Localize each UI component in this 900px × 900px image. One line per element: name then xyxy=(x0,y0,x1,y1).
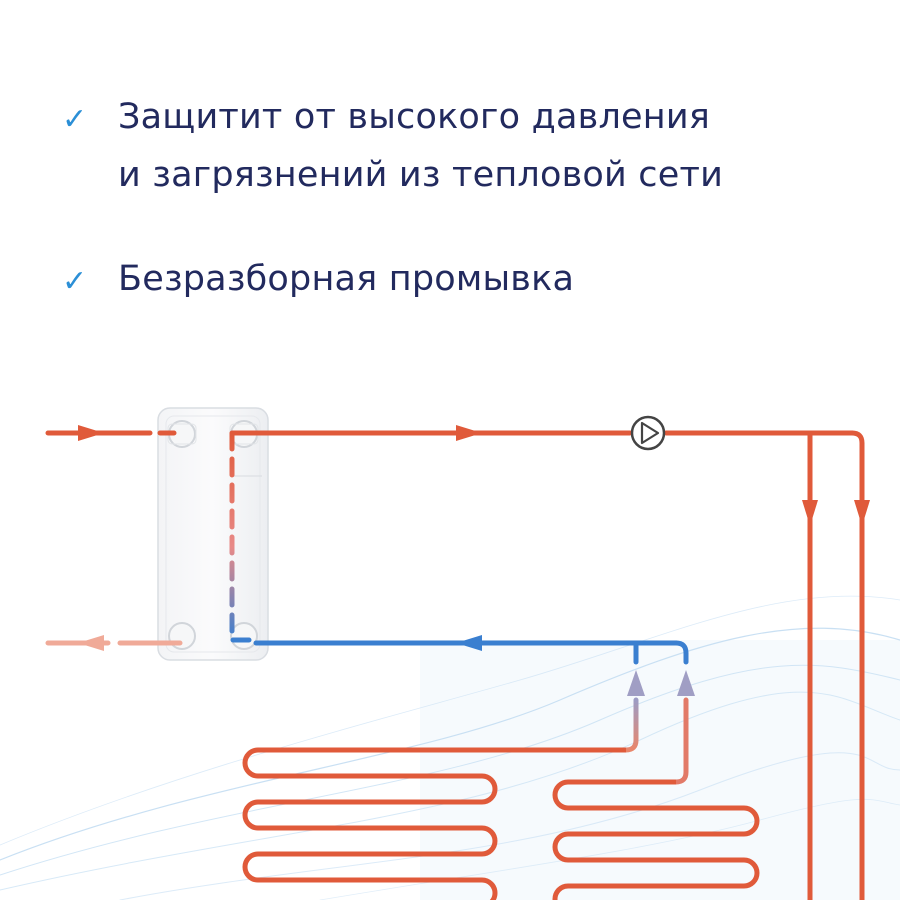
bullet-line: и загрязнений из тепловой сети xyxy=(118,155,724,195)
wave-haze xyxy=(420,640,900,900)
exchanger-secondary-flow xyxy=(229,430,259,643)
bullet-line: Безразборная промывка xyxy=(118,259,575,299)
plate-heat-exchanger-icon xyxy=(157,407,269,661)
arrow-icon xyxy=(78,425,870,696)
check-icon: ✓ xyxy=(62,102,88,137)
check-icon: ✓ xyxy=(62,264,88,299)
floor-loop-risers xyxy=(623,697,689,785)
bullet-text: Безразборная промывка xyxy=(118,250,574,308)
underfloor-loop-left xyxy=(242,747,626,900)
pump-icon xyxy=(630,415,666,451)
bullet-text: Защитит от высокого давления и загрязнен… xyxy=(118,88,723,204)
bullet-line: Защитит от высокого давления xyxy=(118,97,711,137)
underfloor-loop-right xyxy=(552,779,760,900)
